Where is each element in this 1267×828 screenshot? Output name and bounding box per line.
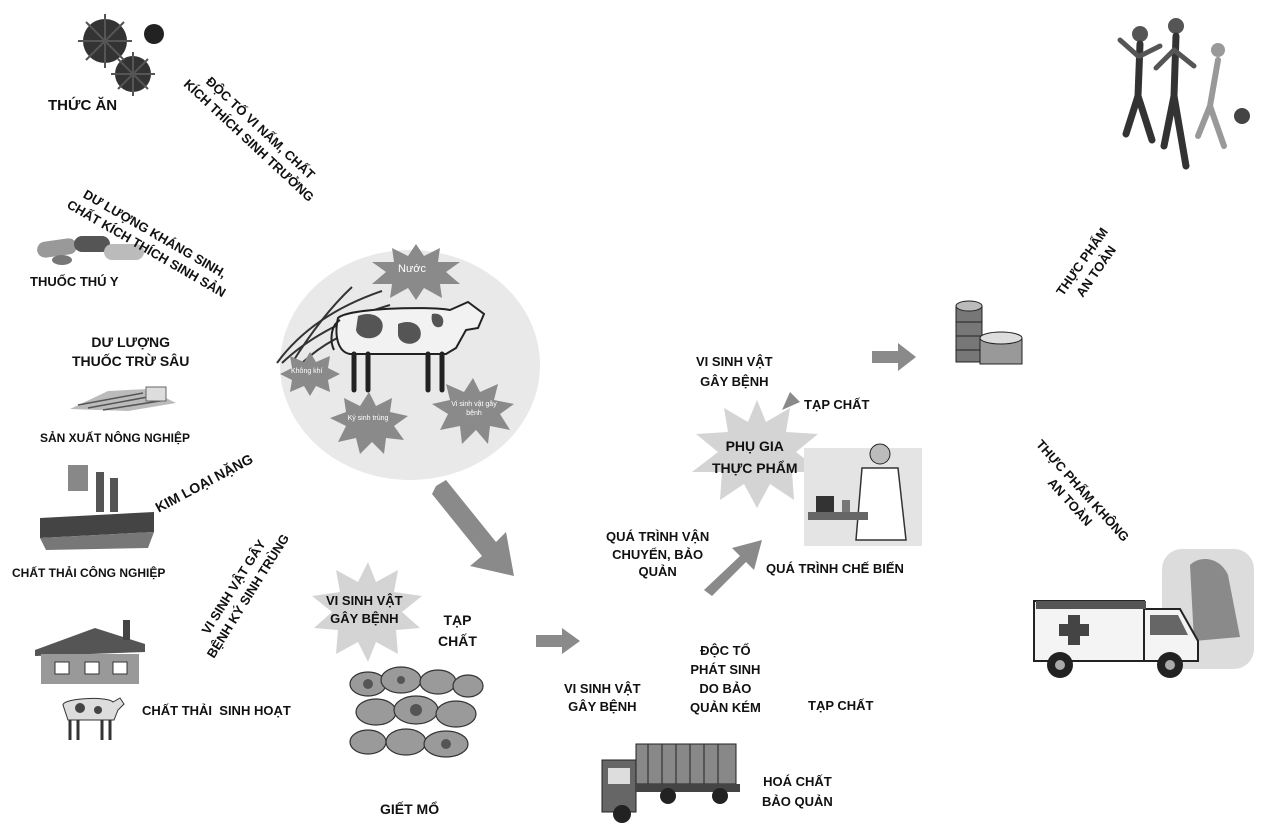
- slaughter-pathogen-line-2: GÂY BỆNH: [330, 610, 399, 626]
- processing-stage-label: QUÁ TRÌNH CHẾ BIẾN: [766, 561, 904, 576]
- transport-pathogen-line-1: VI SINH VẬT: [564, 681, 641, 696]
- transport-stage-line-1: QUÁ TRÌNH VẬN: [606, 529, 710, 544]
- transport-pathogen-label: VI SINH VẬT GÂY BỆNH: [564, 680, 641, 715]
- preservative-line-2: BẢO QUẢN: [762, 793, 833, 809]
- cow-icon: [330, 300, 486, 393]
- small-cow-icon: [62, 697, 125, 740]
- additive-line-1: PHỤ GIA: [725, 438, 784, 454]
- transport-toxin-line-3: DO BẢO: [699, 680, 752, 696]
- industrial-waste-label: CHẤT THẢI CÔNG NGHIỆP: [12, 566, 166, 580]
- slaughter-pathogen-burst: [312, 562, 422, 662]
- processing-pathogen-label: VI SINH VẬT GÂY BỆNH: [696, 352, 773, 391]
- transport-pathogen-line-2: GÂY BỆNH: [568, 698, 637, 714]
- slaughter-label: GIẾT MỔ: [380, 801, 440, 817]
- arrow-processing-tip: [782, 392, 800, 410]
- vet-drug-label: THUỐC THÚ Y: [30, 274, 119, 289]
- transport-impurity-label: TẠP CHẤT: [808, 698, 874, 713]
- pesticide-label: DƯ LƯỢNG THUỐC TRỪ SÂU: [72, 333, 189, 371]
- ambulance-icon: [1033, 549, 1254, 678]
- transport-stage-line-2: CHUYỂN, BẢO: [612, 546, 704, 562]
- arrow-slaughter-to-transport: [536, 628, 580, 654]
- canned-food-icon: [955, 300, 1023, 365]
- scientist-icon: [804, 443, 922, 546]
- water-burst: [372, 244, 460, 300]
- food-hazard-line-2: KÍCH THÍCH SINH TRƯỞNG: [180, 76, 317, 205]
- water-label: Nước: [398, 263, 427, 275]
- virus-icon: [78, 14, 164, 96]
- food-hazard-label: ĐỘC TỐ VI NẤM, CHẤT KÍCH THÍCH SINH TRƯỞ…: [180, 64, 329, 206]
- transport-toxin-line-1: ĐỘC TỐ: [700, 643, 751, 658]
- slaughter-impurity-label: TẠP CHẤT: [438, 610, 477, 652]
- processing-pathogen-line-1: VI SINH VẬT: [696, 354, 773, 369]
- agriculture-label: SẢN XUẤT NÔNG NGHIỆP: [40, 431, 191, 445]
- air-burst: [280, 352, 340, 396]
- food-label: THỨC ĂN: [48, 97, 118, 114]
- additive-label: PHỤ GIA THỰC PHẨM: [712, 436, 798, 479]
- microbe-parasite-label: VI SINH VẬT GÂY BỆNH KÝ SINH TRÙNG: [189, 522, 293, 661]
- pesticide-line-1: DƯ LƯỢNG: [91, 334, 171, 350]
- transport-stage-line-3: QUẢN: [638, 564, 677, 580]
- domestic-waste-label: CHẤT THẢI SINH HOẠT: [142, 703, 291, 718]
- pesticide-line-2: THUỐC TRỪ SÂU: [72, 352, 190, 369]
- additive-line-2: THỰC PHẨM: [712, 459, 798, 476]
- preservative-label: HOÁ CHẤT BẢO QUẢN: [762, 772, 833, 811]
- arrow-to-slaughter: [432, 480, 514, 576]
- unsafe-food-label: THỰC PHẨM KHÔNG AN TOÀN: [1019, 437, 1132, 557]
- slaughter-pathogen-line-1: VI SINH VẬT: [326, 593, 403, 608]
- parasite-burst-label: Ký sinh trùng: [347, 415, 389, 422]
- factory-icon: [40, 465, 154, 550]
- house-icon: [35, 620, 145, 684]
- pills-icon: [37, 236, 144, 265]
- slaughter-pathogen-label: VI SINH VẬT GÂY BỆNH: [326, 592, 403, 627]
- slaughter-impurity-line-1: TẠP: [443, 612, 472, 628]
- slaughter-impurity-line-2: CHẤT: [438, 633, 477, 649]
- processing-pathogen-line-2: GÂY BỆNH: [700, 373, 769, 389]
- preservative-line-1: HOÁ CHẤT: [763, 774, 832, 789]
- pathogen-burst-small-label: Vi sinh vật gây bệnh: [451, 401, 497, 418]
- arrow-transport-to-processing: [704, 540, 762, 596]
- farm-field-icon: [70, 386, 176, 411]
- athletes-icon: [1117, 18, 1250, 170]
- arrow-to-safe: [872, 343, 916, 371]
- additive-burst: [692, 400, 822, 508]
- food-hazard-line-1: ĐỘC TỐ VI NẤM, CHẤT: [203, 73, 318, 183]
- transport-toxin-line-2: PHÁT SINH: [690, 661, 761, 677]
- air-label: Không khí: [291, 368, 323, 375]
- transport-toxin-label: ĐỘC TỐ PHÁT SINH DO BẢO QUẢN KÉM: [690, 642, 761, 717]
- truck-icon: [601, 743, 740, 823]
- processing-impurity-label: TẠP CHẤT: [804, 397, 870, 412]
- meat-pile-icon: [349, 666, 484, 758]
- transport-stage-label: QUÁ TRÌNH VẬN CHUYỂN, BẢO QUẢN: [606, 528, 709, 581]
- transport-toxin-line-4: QUẢN KÉM: [690, 699, 761, 715]
- parasite-burst: [330, 392, 408, 454]
- safe-food-label: THỰC PHẨM AN TOÀN: [1053, 225, 1126, 309]
- heavy-metal-label: KIM LOẠI NẶNG: [152, 450, 256, 516]
- pathogen-burst-small: [432, 378, 514, 444]
